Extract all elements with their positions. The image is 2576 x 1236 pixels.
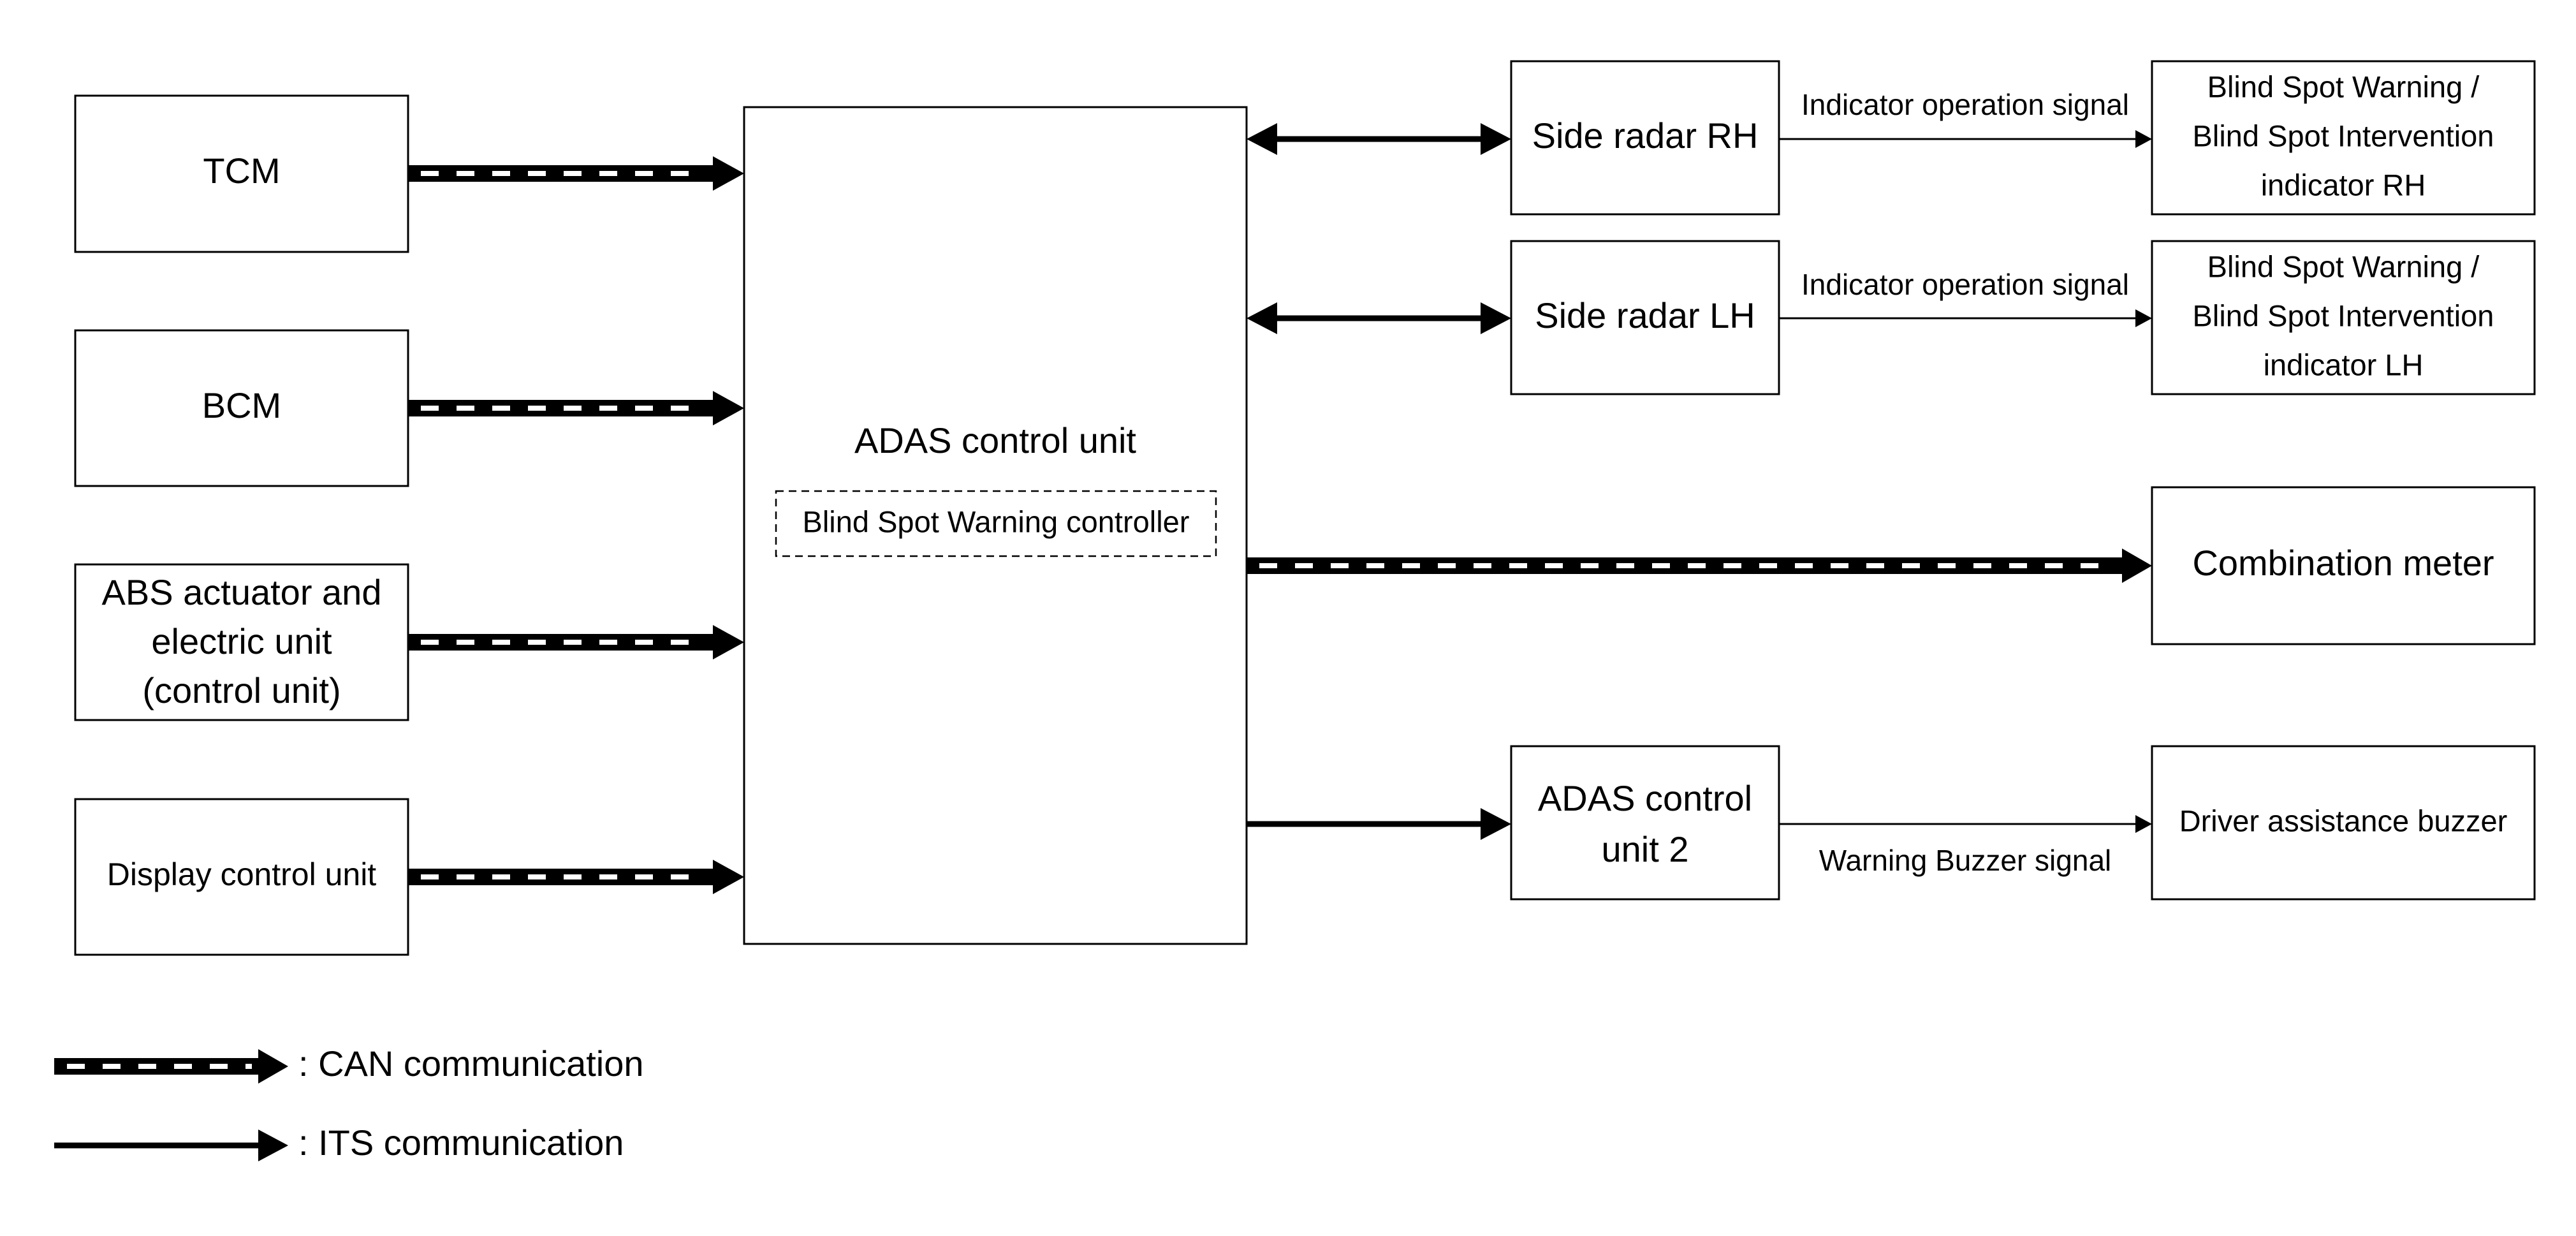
abs-label-line2: electric unit [151, 621, 332, 661]
blind-spot-warning-controller-box [775, 490, 1217, 557]
its-arrow-side-radar-lh [1247, 302, 1511, 334]
indicator-rh-label-line1: Blind Spot Warning / [2207, 70, 2480, 103]
adas-control-unit-2-label-line2: unit 2 [1602, 829, 1689, 869]
can-arrow-abs [408, 625, 744, 659]
combination-meter-box: Combination meter [2151, 486, 2536, 645]
indicator-rh-box: Blind Spot Warning / Blind Spot Interven… [2151, 60, 2536, 216]
abs-label-line1: ABS actuator and [102, 572, 382, 612]
legend-its-arrow [54, 1129, 288, 1161]
side-radar-lh-box: Side radar LH [1510, 240, 1780, 395]
signal-arrow-indicator-rh: Indicator operation signal [1779, 88, 2152, 148]
indicator-lh-label-line2: Blind Spot Intervention [2193, 298, 2494, 332]
bcm-box: BCM [74, 329, 409, 487]
abs-box: ABS actuator and electric unit (control … [74, 563, 409, 721]
display-control-box: Display control unit [74, 798, 409, 956]
legend: : CAN communication : ITS communication [54, 1043, 644, 1163]
tcm-box: TCM [74, 94, 409, 253]
signal-label-indicator-rh: Indicator operation signal [1801, 88, 2129, 121]
combination-meter-label: Combination meter [2192, 543, 2494, 583]
bcm-label: BCM [202, 385, 281, 425]
adas-control-unit-label: ADAS control unit [854, 420, 1136, 460]
signal-label-buzzer: Warning Buzzer signal [1819, 844, 2112, 877]
its-arrow-side-radar-rh [1247, 123, 1511, 155]
indicator-rh-label-line2: Blind Spot Intervention [2193, 119, 2494, 152]
can-arrow-bcm [408, 391, 744, 425]
indicator-rh-label-line3: indicator RH [2261, 168, 2426, 202]
legend-can-label: : CAN communication [298, 1043, 644, 1084]
signal-arrow-buzzer: Warning Buzzer signal [1779, 815, 2152, 877]
indicator-lh-label-line1: Blind Spot Warning / [2207, 249, 2480, 283]
driver-assistance-buzzer-box: Driver assistance buzzer [2151, 745, 2536, 901]
its-arrow-adas-control-unit-2 [1247, 808, 1511, 840]
side-radar-rh-label: Side radar RH [1532, 115, 1759, 156]
can-arrow-display [408, 860, 744, 894]
tcm-label: TCM [203, 151, 280, 191]
legend-can-arrow [54, 1049, 288, 1084]
side-radar-rh-box: Side radar RH [1510, 60, 1780, 216]
display-control-label: Display control unit [107, 857, 377, 892]
driver-assistance-buzzer-label: Driver assistance buzzer [2179, 804, 2508, 837]
signal-arrow-indicator-lh: Indicator operation signal [1779, 268, 2152, 327]
legend-its-label: : ITS communication [298, 1122, 624, 1163]
adas-control-unit-box: ADAS control unit Blind Spot Warning con… [743, 106, 1248, 945]
blind-spot-warning-controller-label: Blind Spot Warning controller [803, 504, 1190, 538]
side-radar-lh-label: Side radar LH [1535, 295, 1755, 335]
indicator-lh-label-line3: indicator LH [2264, 348, 2424, 381]
can-arrow-tcm [408, 156, 744, 191]
can-arrow-combination-meter [1247, 548, 2152, 583]
indicator-lh-box: Blind Spot Warning / Blind Spot Interven… [2151, 240, 2536, 395]
adas-control-unit-2-label-line1: ADAS control [1538, 778, 1752, 818]
adas-control-unit-2-box: ADAS control unit 2 [1510, 745, 1780, 901]
abs-label-line3: (control unit) [142, 670, 340, 710]
signal-label-indicator-lh: Indicator operation signal [1801, 268, 2129, 301]
